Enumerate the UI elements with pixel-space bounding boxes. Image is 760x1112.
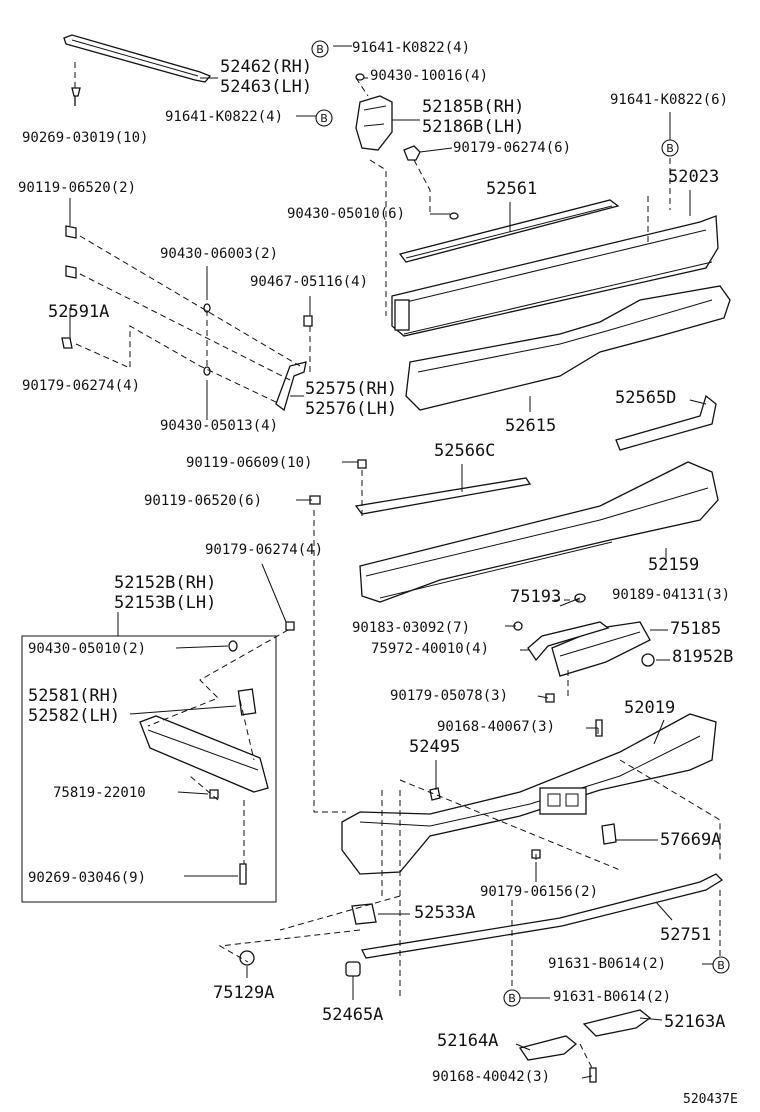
part-label: 52163A [664, 1012, 725, 1032]
part-label: 52575(RH) [305, 379, 397, 399]
part-reinforcement-52023 [391, 215, 719, 337]
part-label: 52185B(RH) [422, 97, 524, 117]
part-lower-bumper-52019 [341, 713, 717, 875]
part-label: 90119-06609(10) [186, 455, 312, 471]
b-marker: B [311, 40, 329, 58]
group-box-52152b [21, 635, 277, 903]
part-label: 90430-10016(4) [370, 68, 488, 84]
part-label: 90269-03046(9) [28, 870, 146, 886]
part-label: 52164A [437, 1031, 498, 1051]
part-label: 90269-03019(10) [22, 130, 148, 146]
part-bracket-52163a [582, 1009, 652, 1037]
part-bracket-52575 [275, 361, 307, 412]
part-bracket-52164a [518, 1035, 578, 1061]
part-label: 91641-K0822(4) [165, 109, 283, 125]
part-label: 90119-06520(6) [144, 493, 262, 509]
part-label: 52159 [648, 555, 699, 575]
part-label: 90183-03092(7) [352, 620, 470, 636]
part-absorber-52615 [405, 285, 731, 411]
part-label: 90430-05010(6) [287, 206, 405, 222]
part-label: 90430-05013(4) [160, 418, 278, 434]
part-label: 57669A [660, 830, 721, 850]
part-label: 52186B(LH) [422, 117, 524, 137]
part-molding-52566c [354, 477, 532, 515]
part-label: 75129A [213, 983, 274, 1003]
part-retainer-52561 [398, 199, 620, 263]
part-label: 90168-40067(3) [437, 719, 555, 735]
part-label: 91641-K0822(4) [352, 40, 470, 56]
part-extension-52581 [139, 715, 269, 793]
part-label: 52561 [486, 179, 537, 199]
part-label: 91631-B0614(2) [548, 956, 666, 972]
svg-text:B: B [717, 959, 725, 972]
part-plug-75129a [239, 950, 255, 966]
part-label: 75972-40010(4) [371, 641, 489, 657]
part-label: 52462(RH) [220, 57, 312, 77]
part-label: 90168-40042(3) [432, 1069, 550, 1085]
part-label: 90179-06274(4) [22, 378, 140, 394]
leader-lines [69, 45, 714, 1079]
part-seal-52533a [351, 903, 377, 925]
part-label: 52019 [624, 698, 675, 718]
part-label: 90430-05010(2) [28, 641, 146, 657]
part-number-labels: 91641-K0822(4) 52462(RH)52463(LH) 90430-10… [18, 40, 738, 1107]
b-marker: B [315, 109, 333, 127]
part-bracket-75193 [527, 621, 610, 662]
part-label: 75185 [670, 619, 721, 639]
part-label: 52582(LH) [28, 706, 120, 726]
part-label: 52023 [668, 167, 719, 187]
part-label: 52566C [434, 441, 495, 461]
part-screw-90179-top [403, 145, 421, 161]
part-label: 90430-06003(2) [160, 246, 278, 262]
part-stopper-52465a [345, 961, 361, 977]
part-label: 90119-06520(2) [18, 180, 136, 196]
part-clip-90269 [71, 87, 81, 106]
part-label: 75193 [510, 587, 561, 607]
b-marker: B [661, 139, 679, 157]
part-washer-90430-top [355, 73, 365, 81]
part-cap-81952b [641, 653, 655, 667]
part-label: 91631-B0614(2) [553, 989, 671, 1005]
part-label: 81952B [672, 647, 733, 667]
b-marker: B [503, 989, 521, 1007]
part-label: 90179-06156(2) [480, 884, 598, 900]
part-label: 52152B(RH) [114, 573, 216, 593]
part-label: 52565D [615, 388, 676, 408]
part-label: 520437E [683, 1092, 738, 1107]
part-label: 52615 [505, 416, 556, 436]
part-label: 75819-22010 [53, 785, 146, 801]
svg-text:B: B [666, 142, 674, 155]
part-label: 52495 [409, 737, 460, 757]
part-label: 90189-04131(3) [612, 587, 730, 603]
b-marker: B [712, 956, 730, 974]
part-stud-52495 [429, 787, 441, 801]
parts-layer [21, 34, 731, 1083]
svg-text:B: B [320, 112, 328, 125]
part-label: 52153B(LH) [114, 593, 216, 613]
part-label: 52533A [414, 903, 475, 923]
part-label: 91641-K0822(6) [610, 92, 728, 108]
part-label: 52591A [48, 302, 109, 322]
svg-text:B: B [508, 992, 516, 1005]
part-label: 90467-05116(4) [250, 274, 368, 290]
b-reference-markers: B B B B B [311, 40, 730, 1007]
part-bar-52751 [361, 873, 724, 959]
part-label: 52463(LH) [220, 77, 312, 97]
part-label: 52751 [660, 925, 711, 945]
part-label: 90179-06274(4) [205, 542, 323, 558]
part-label: 90179-05078(3) [390, 688, 508, 704]
part-label: 52581(RH) [28, 686, 120, 706]
part-label: 52576(LH) [305, 399, 397, 419]
assembly-lines [74, 62, 721, 1069]
part-bracket-57669a [601, 823, 617, 845]
part-bracket-52185b [355, 95, 393, 151]
part-label: 52465A [322, 1005, 383, 1025]
part-cover-52159 [359, 461, 719, 603]
svg-text:B: B [316, 43, 324, 56]
part-molding-52565d [615, 394, 717, 451]
part-label: 90179-06274(6) [453, 140, 571, 156]
